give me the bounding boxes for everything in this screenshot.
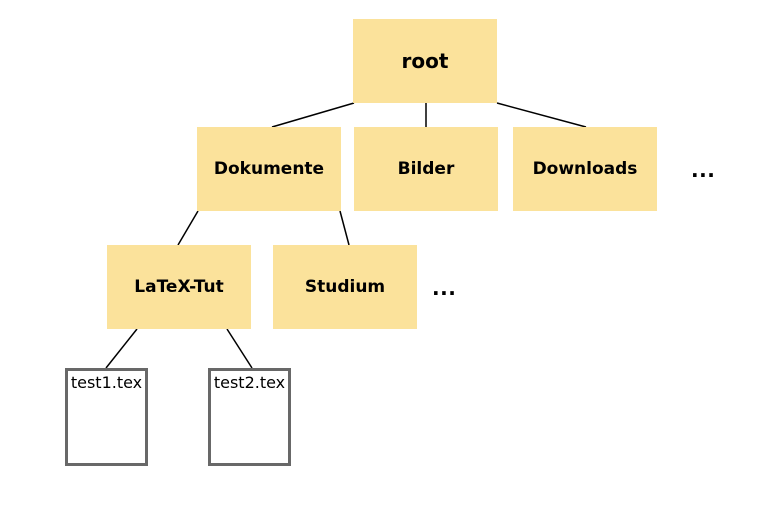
folder-label-downloads: Downloads xyxy=(532,159,638,179)
more-folders-ellipsis-level2: ... xyxy=(691,158,716,182)
folder-node-dokumente: Dokumente xyxy=(197,127,341,211)
folder-node-root: root xyxy=(353,19,497,103)
file-label-test2: test2.tex xyxy=(213,373,286,392)
folder-label-latex-tut: LaTeX-Tut xyxy=(134,277,224,297)
edge-root-downloads xyxy=(496,102,587,128)
folder-node-bilder: Bilder xyxy=(354,127,498,211)
folder-node-latex-tut: LaTeX-Tut xyxy=(107,245,251,329)
edge-root-dokumente xyxy=(271,102,355,128)
folder-node-studium: Studium xyxy=(273,245,417,329)
edge-latex-tut-test1 xyxy=(105,328,138,369)
edge-dokumente-latex-tut xyxy=(177,210,199,246)
folder-label-root: root xyxy=(401,49,449,73)
folder-label-bilder: Bilder xyxy=(397,159,455,179)
folder-label-dokumente: Dokumente xyxy=(213,159,325,179)
file-node-test1: test1.tex xyxy=(65,368,148,466)
edge-latex-tut-test2 xyxy=(226,328,253,369)
edge-dokumente-studium xyxy=(339,210,350,246)
more-folders-ellipsis-level3: ... xyxy=(432,276,457,300)
folder-label-studium: Studium xyxy=(304,277,386,297)
file-node-test2: test2.tex xyxy=(208,368,291,466)
file-label-test1: test1.tex xyxy=(70,373,143,392)
folder-node-downloads: Downloads xyxy=(513,127,657,211)
